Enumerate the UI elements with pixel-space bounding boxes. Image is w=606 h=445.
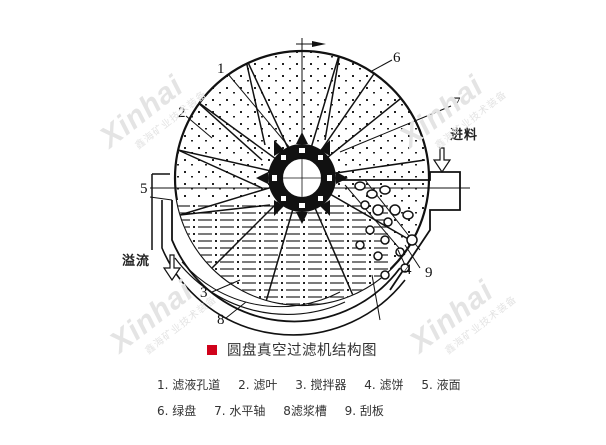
legend-row-2: 6. 绿盘 7. 水平轴 8滤浆槽 9. 刮板 [157, 402, 398, 419]
callout-3: 3 [200, 285, 208, 301]
hub [256, 132, 348, 224]
overflow-arrow-icon [162, 254, 182, 282]
legend-item: 1. 滤液孔道 [157, 378, 221, 392]
filter-cake-pieces [354, 181, 418, 280]
callout-7: 7 [453, 95, 461, 111]
legend-item: 2. 滤叶 [238, 378, 278, 392]
callout-9: 9 [425, 265, 433, 281]
legend-item: 9. 刮板 [344, 404, 384, 418]
figure-caption: 圆盘真空过滤机结构图 [207, 339, 377, 360]
discharge-chute [340, 171, 461, 291]
legend-item: 5. 液面 [421, 378, 461, 392]
rotation-arrow [312, 41, 326, 47]
callout-8: 8 [217, 312, 225, 328]
callout-6: 6 [393, 50, 401, 66]
legend-item: 6. 绿盘 [157, 404, 197, 418]
legend-item: 7. 水平轴 [214, 404, 266, 418]
legend-item: 4. 滤饼 [364, 378, 404, 392]
overflow-label: 溢流 [122, 254, 151, 269]
legend-item: 8滤浆槽 [283, 404, 327, 418]
callout-2: 2 [178, 105, 186, 121]
callout-5: 5 [140, 181, 148, 197]
feed-arrow-icon [432, 147, 452, 174]
legend-item: 3. 搅拌器 [295, 378, 347, 392]
legend-row-1: 1. 滤液孔道 2. 滤叶 3. 搅拌器 4. 滤饼 5. 液面 [157, 376, 475, 393]
callout-4: 4 [404, 262, 412, 278]
feed-label: 进料 [450, 128, 479, 143]
figure-title: 圆盘真空过滤机结构图 [227, 343, 377, 359]
callout-1: 1 [217, 61, 225, 77]
caption-marker [207, 344, 217, 355]
